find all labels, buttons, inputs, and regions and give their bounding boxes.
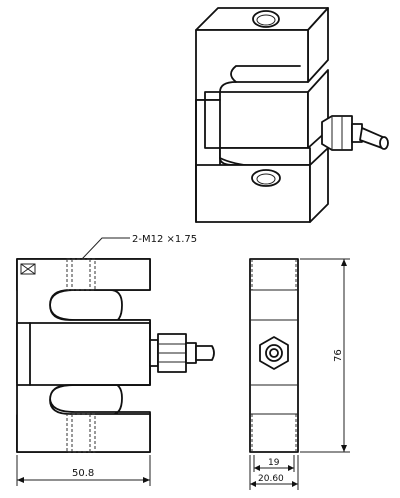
front-bottom-thread-hole — [66, 413, 96, 453]
front-width-dimension: 50.8 — [16, 455, 151, 486]
iso-bottom-front-face — [195, 164, 311, 223]
side-height-label: 76 — [333, 349, 344, 362]
front-view: 2-M12 ×1.75 50.8 — [16, 234, 215, 486]
iso-cable-connector — [321, 115, 389, 151]
side-height-dimension: 76 — [300, 258, 350, 453]
isometric-view — [195, 7, 389, 223]
side-hex-nut — [259, 336, 289, 370]
iso-bottom-right-face — [309, 147, 329, 223]
thread-callout-leader — [81, 237, 130, 260]
iso-front-face — [195, 29, 309, 101]
side-view: 76 19 20.60 — [249, 258, 350, 490]
thread-callout-label: 2-M12 ×1.75 — [132, 234, 197, 245]
front-top-thread-hole — [66, 258, 96, 291]
iso-upper-slot — [230, 65, 301, 83]
label-box-icon — [20, 263, 36, 275]
front-width-label: 50.8 — [72, 468, 94, 479]
front-cable-connector — [149, 333, 215, 373]
side-depth-inner-label: 19 — [268, 458, 280, 468]
iso-top-bolt-hole — [252, 10, 280, 28]
side-depth-outer-label: 20.60 — [258, 474, 284, 484]
side-depth-dimension: 19 20.60 — [249, 455, 299, 490]
